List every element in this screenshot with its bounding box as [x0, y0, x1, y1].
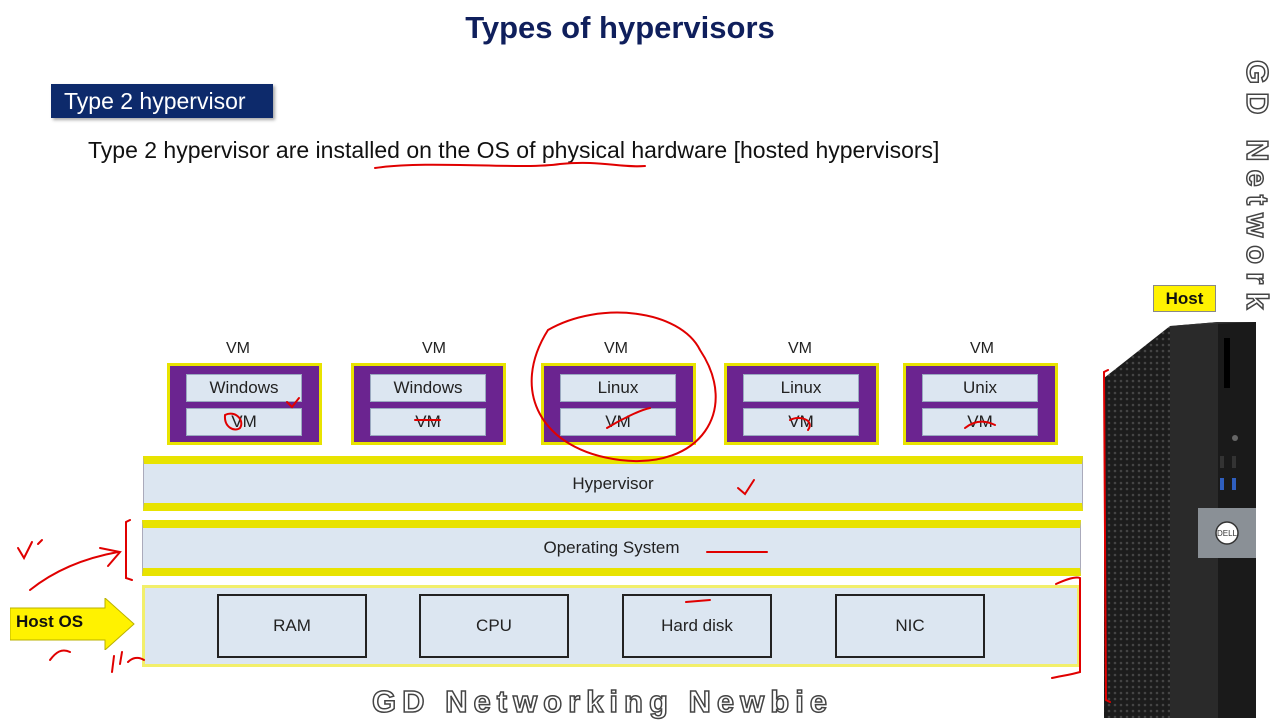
hardware-ram: RAM — [217, 594, 367, 658]
vm-os: Linux — [743, 374, 859, 402]
hypervisor-label: Hypervisor — [572, 474, 654, 493]
host-os-label: Host OS — [16, 612, 84, 631]
svg-text:DELL: DELL — [1217, 529, 1238, 538]
vm-box-2: Windows VM — [351, 363, 506, 445]
vm-os: Unix — [922, 374, 1038, 402]
vm-box-5: Unix VM — [903, 363, 1058, 445]
vm-label-1: VM — [226, 340, 250, 357]
vm-box-4: Linux VM — [724, 363, 879, 445]
vm-sub: VM — [743, 408, 859, 436]
bottom-watermark: GD Networking Newbie — [371, 683, 834, 720]
operating-system-label: Operating System — [543, 538, 680, 557]
description-text: Type 2 hypervisor are installed on the O… — [88, 137, 940, 163]
side-watermark: GD Network — [1239, 59, 1276, 318]
desktop-tower-icon: DELL — [1104, 322, 1256, 718]
vm-os: Windows — [186, 374, 302, 402]
vm-os: Windows — [370, 374, 486, 402]
section-badge: Type 2 hypervisor — [51, 84, 273, 118]
hypervisor-layer: Hypervisor — [143, 456, 1083, 511]
vm-label-5: VM — [970, 340, 994, 357]
hardware-nic: NIC — [835, 594, 985, 658]
vm-label-3: VM — [604, 340, 628, 357]
operating-system-layer: Operating System — [142, 520, 1081, 576]
hardware-cpu: CPU — [419, 594, 569, 658]
vm-label-2: VM — [422, 340, 446, 357]
host-os-arrow-icon — [10, 598, 135, 650]
vm-sub: VM — [370, 408, 486, 436]
vm-sub: VM — [186, 408, 302, 436]
vm-label-4: VM — [788, 340, 812, 357]
hardware-hard-disk: Hard disk — [622, 594, 772, 658]
vm-os: Linux — [560, 374, 676, 402]
page-title: Types of hypervisors — [465, 10, 775, 45]
vm-box-1: Windows VM — [167, 363, 322, 445]
host-label: Host — [1153, 285, 1216, 312]
